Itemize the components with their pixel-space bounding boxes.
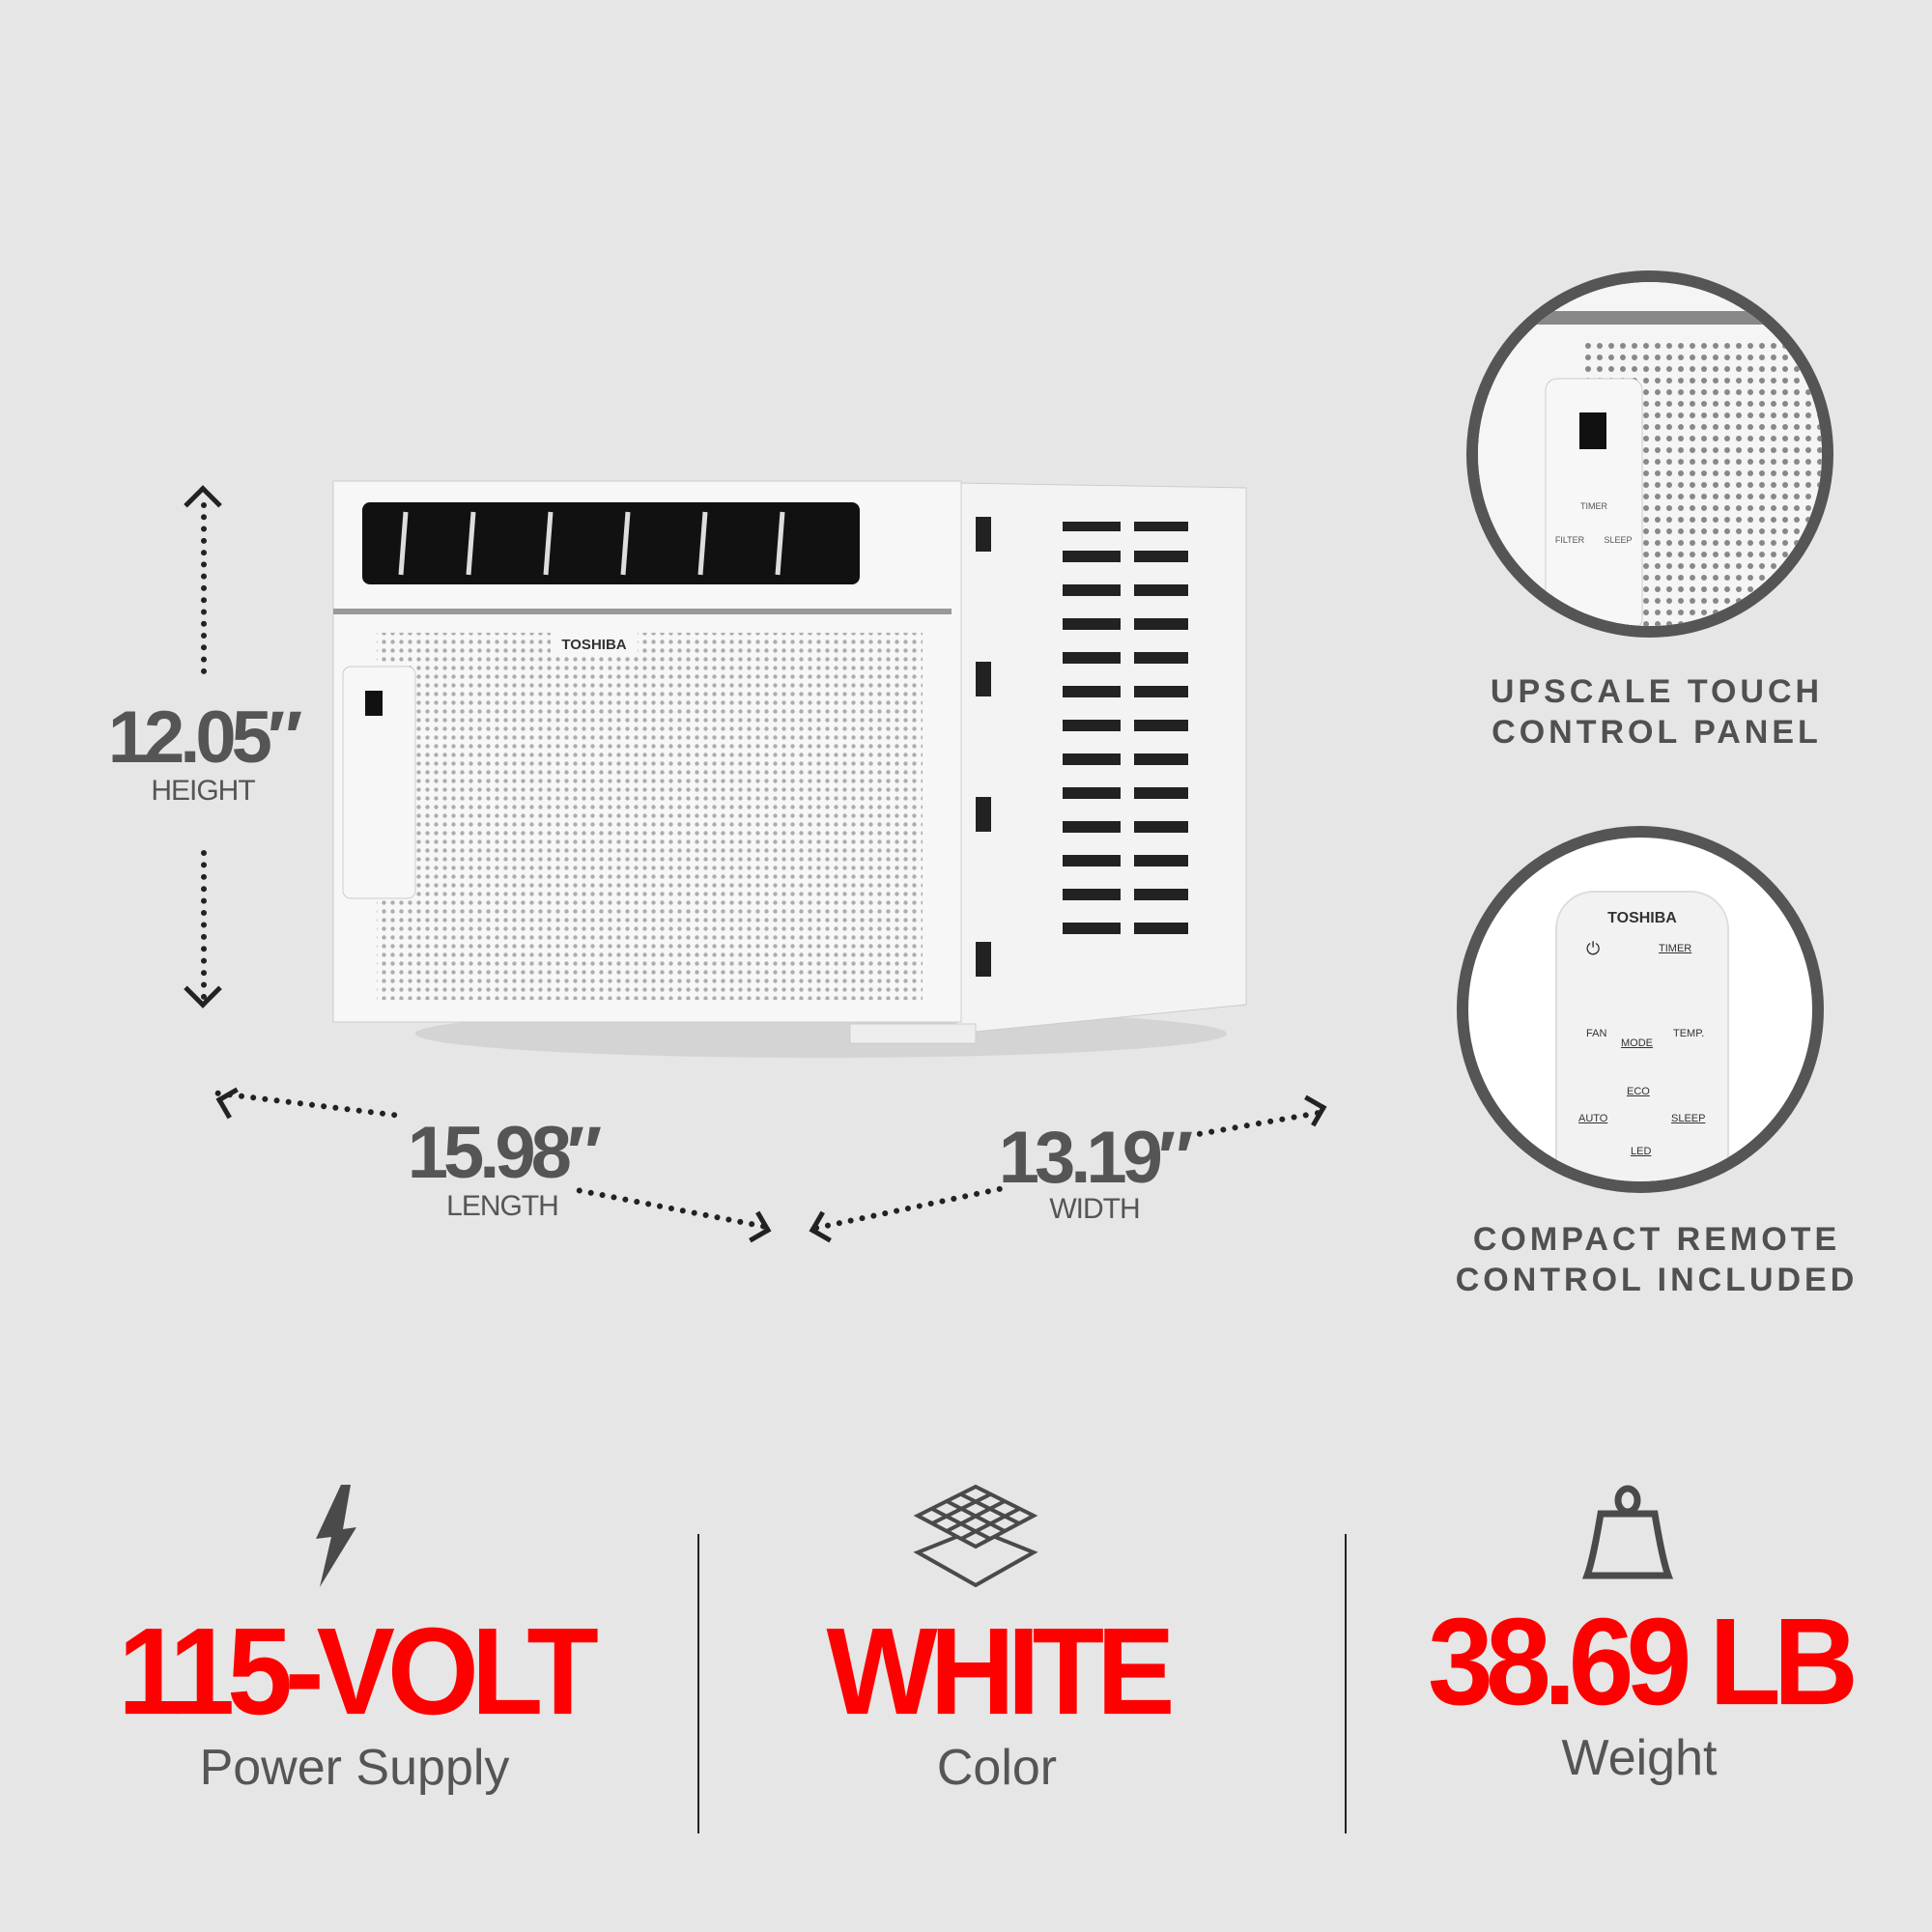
height-value: 12.05″ [107,696,303,779]
air-conditioner-image: TOSHIBA [332,480,1247,1058]
color-value: WHITE [826,1602,1175,1741]
weight-icon [1581,1485,1674,1579]
remote-fan: FAN [1586,1028,1607,1039]
remote-sleep: SLEEP [1671,1113,1706,1124]
remote-auto: AUTO [1578,1113,1608,1124]
lightning-icon [316,1485,356,1587]
arrow-down-icon [184,970,222,1009]
length-label: LENGTH [446,1190,559,1222]
color-label: Color [936,1740,1058,1796]
divider [1345,1534,1347,1833]
arrow-right-icon [1294,1094,1327,1127]
remote-timer: TIMER [1659,943,1692,954]
power-icon: ⏻ [1586,939,1601,958]
remote-control-closeup: TOSHIBA ⏻ TIMER FAN MODE TEMP. ECO AUTO … [1457,826,1824,1193]
width-label: WIDTH [1049,1193,1140,1225]
height-arrow-bottom [201,850,207,1000]
feature-line: CONTROL PANEL [1492,714,1822,751]
remote-eco: ECO [1627,1086,1650,1097]
weight-label: Weight [1561,1730,1718,1786]
svg-text:TIMER: TIMER [1580,501,1607,511]
divider [697,1534,699,1833]
svg-text:TOSHIBA: TOSHIBA [561,637,626,653]
feature-line: COMPACT REMOTE [1472,1221,1841,1258]
svg-text:SLEEP: SLEEP [1604,535,1632,545]
feature-title-touch-panel: UPSCALE TOUCH CONTROL PANEL [1406,671,1908,753]
svg-text:FILTER: FILTER [1555,535,1585,545]
height-label: HEIGHT [151,775,255,807]
remote-led: LED [1631,1146,1652,1157]
weight-value: 38.69 LB [1428,1592,1859,1731]
feature-title-remote: COMPACT REMOTE CONTROL INCLUDED [1406,1219,1908,1300]
length-value: 15.98″ [407,1112,603,1194]
length-arrow-right [576,1186,767,1231]
width-value: 13.19″ [998,1117,1194,1199]
feature-line: UPSCALE TOUCH [1490,673,1824,710]
control-panel-closeup: TIMER FILTER SLEEP [1466,270,1833,638]
filter-grid-icon [913,1484,1038,1588]
arrow-up-icon [184,485,222,524]
remote-brand: TOSHIBA [1607,910,1677,926]
width-arrow-left [812,1185,1004,1232]
arrow-left-icon [809,1210,841,1243]
height-arrow-top [201,502,207,674]
feature-line: CONTROL INCLUDED [1455,1262,1859,1298]
remote-mode: MODE [1621,1037,1653,1049]
power-value: 115-VOLT [118,1602,599,1741]
power-label: Power Supply [199,1740,510,1796]
remote-temp: TEMP. [1673,1028,1705,1039]
arrow-right-icon [739,1210,772,1243]
